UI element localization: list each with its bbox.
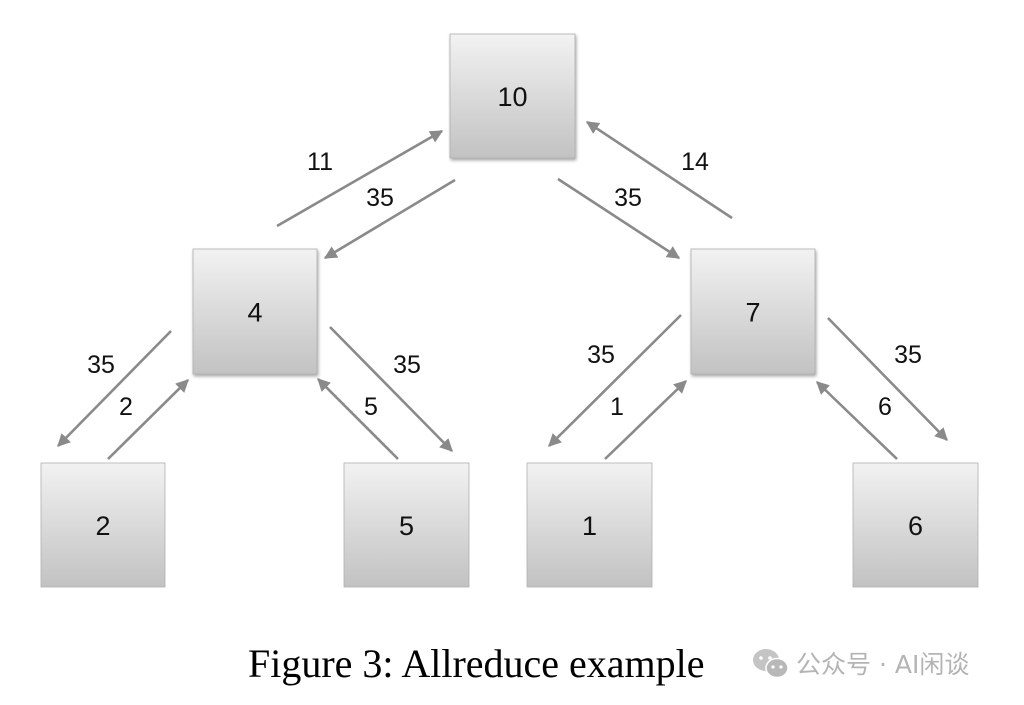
edge-label-ll-to-left: 2: [119, 393, 133, 421]
node-label: 1: [582, 511, 597, 541]
wechat-icon: [753, 649, 789, 679]
node-root: 10: [449, 33, 576, 159]
node-rl: 1: [526, 462, 653, 588]
edge-label-left-to-root: 11: [307, 148, 333, 176]
node-label: 4: [247, 298, 262, 328]
edge-label-lr-to-left: 5: [364, 393, 378, 421]
node-lr: 5: [343, 462, 470, 588]
edge-label-root-to-right: 35: [614, 184, 642, 212]
edge-arrow-root-to-left: [323, 178, 456, 260]
edge-label-root-to-left: 35: [366, 184, 394, 212]
edge-arrow-right-to-root: [585, 120, 733, 220]
edge-arrow-lr-to-left: [317, 378, 399, 460]
edge-arrow-ll-to-left: [107, 379, 189, 460]
node-label: 5: [399, 511, 414, 541]
edge-arrow-right-to-rl: [548, 314, 682, 447]
node-box: [449, 33, 576, 159]
node-right: 7: [690, 248, 816, 375]
edge-arrow-right-to-rr: [827, 317, 948, 441]
node-box: [192, 248, 318, 375]
edge-label-rl-to-right: 1: [610, 393, 624, 421]
edge-label-rr-to-right: 6: [878, 393, 892, 421]
node-left: 4: [192, 248, 318, 375]
node-ll: 2: [40, 462, 166, 588]
edge-arrow-rl-to-right: [604, 380, 687, 460]
edge-arrow-left-to-ll: [57, 330, 172, 447]
edge-label-left-to-lr: 35: [393, 351, 421, 379]
edge-label-left-to-ll: 35: [87, 351, 115, 379]
node-box: [343, 462, 470, 588]
node-rr: 6: [852, 462, 979, 588]
node-box: [526, 462, 653, 588]
node-label: 6: [908, 511, 923, 541]
edge-arrow-rr-to-right: [816, 381, 898, 460]
node-label: 7: [745, 298, 760, 328]
figure-caption: Figure 3: Allreduce example: [248, 641, 705, 686]
edge-arrow-root-to-right: [557, 177, 681, 260]
watermark: 公众号 · AI闲谈: [752, 645, 969, 681]
node-box: [690, 248, 816, 375]
node-box: [852, 462, 979, 588]
node-label: 10: [497, 82, 527, 112]
node-box: [40, 462, 166, 588]
edge-label-right-to-root: 14: [681, 148, 709, 176]
edge-label-right-to-rl: 35: [587, 341, 615, 369]
watermark-text: 公众号 · AI闲谈: [796, 650, 970, 679]
edge-arrow-left-to-lr: [329, 326, 453, 452]
edge-arrow-left-to-root: [276, 129, 444, 228]
edge-label-right-to-rr: 35: [894, 341, 922, 369]
node-label: 2: [95, 511, 110, 541]
